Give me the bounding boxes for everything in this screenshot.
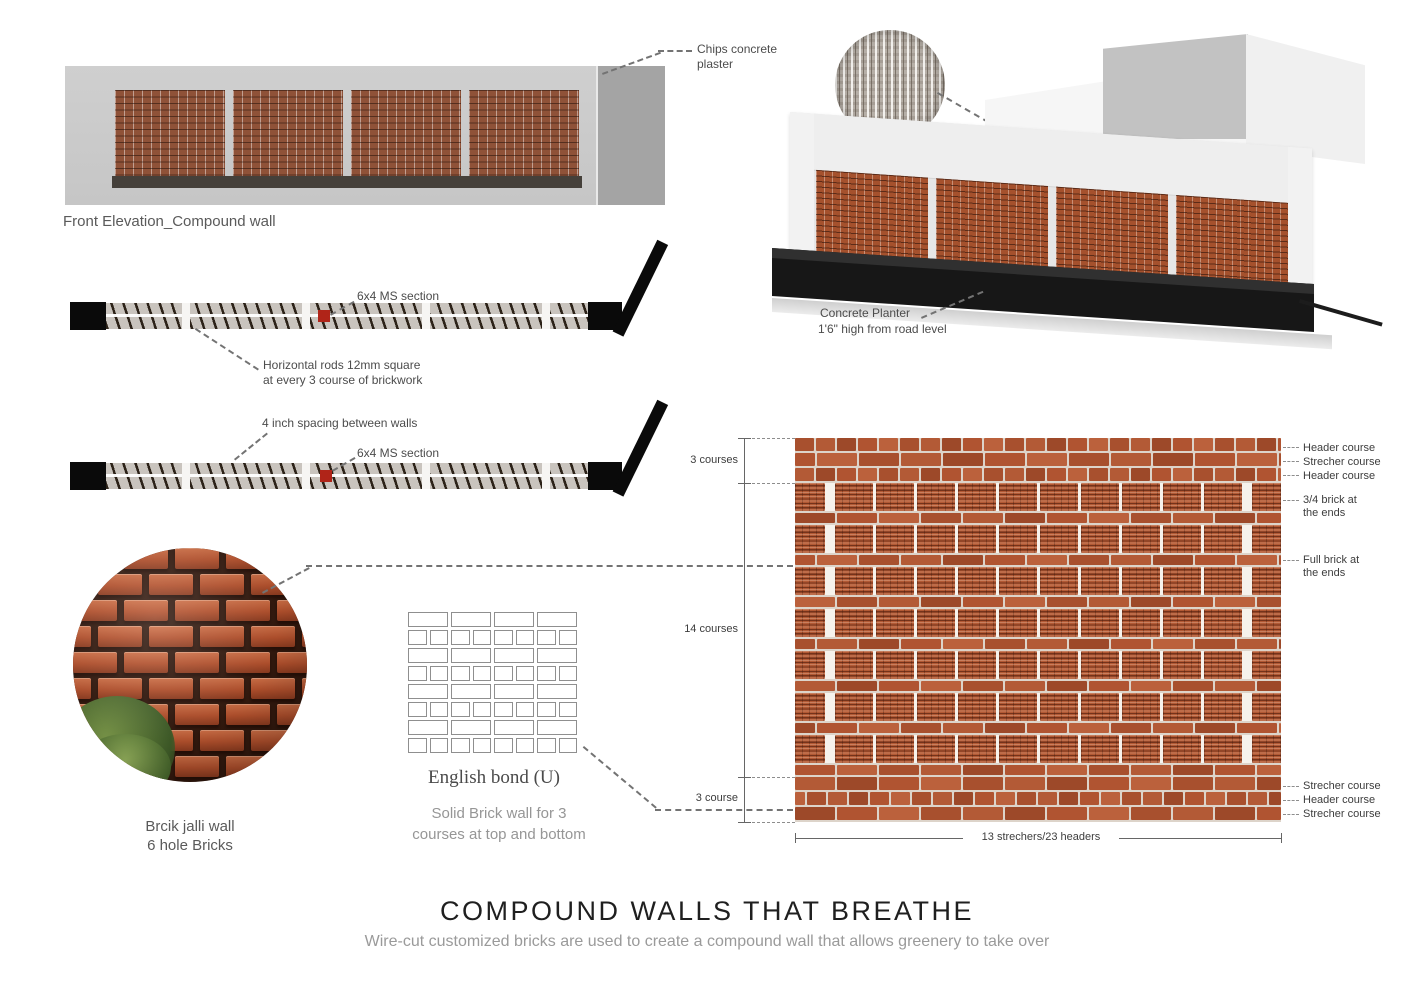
leader-line	[1283, 447, 1299, 448]
dimension-tick	[738, 777, 751, 778]
three-quarter-brick-label: 3/4 brick at	[1303, 494, 1357, 506]
dim-width-label: 13 strechers/23 headers	[963, 831, 1119, 844]
dim-top-label: 3 courses	[690, 454, 738, 466]
dimension-tick	[738, 822, 751, 823]
building-mass-concrete	[1103, 34, 1248, 139]
leader-line	[582, 746, 657, 809]
ms-section-marker	[318, 310, 330, 322]
course-label: Header course	[1303, 794, 1376, 806]
planter-base-strip	[112, 176, 582, 188]
leader-line	[658, 50, 692, 52]
plan-end-block	[70, 462, 106, 490]
full-brick-label: Full brick at	[1303, 554, 1360, 566]
chips-plaster-note: Chips concrete plaster	[697, 42, 778, 71]
front-elevation-caption: Front Elevation_Compound wall	[63, 213, 276, 230]
leader-line	[1283, 560, 1299, 561]
dim-middle-label: 14 courses	[684, 623, 738, 635]
spacing-note: 4 inch spacing between walls	[262, 416, 418, 430]
extension-line	[752, 483, 795, 484]
rods-note-line2: at every 3 course of brickwork	[263, 373, 423, 387]
course-label: Strecher course	[1303, 456, 1381, 468]
ms-section-note-top: 6x4 MS section	[357, 289, 440, 303]
leader-line	[1283, 814, 1299, 815]
elevation-end-pillar	[596, 66, 665, 205]
plan-return-wall	[612, 399, 669, 497]
brick-wall-detail	[795, 438, 1281, 822]
board-subtitle: Wire-cut customized bricks are used to c…	[364, 933, 1050, 950]
leader-line	[1283, 500, 1299, 501]
jali-caption-line1: Brcik jalli wall	[145, 818, 235, 835]
dim-bottom-label: 3 course	[695, 792, 738, 804]
wall-plan-section-top	[70, 302, 622, 330]
course-label: Header course	[1303, 442, 1376, 454]
ms-section-marker	[320, 470, 332, 482]
dimension-tick	[738, 438, 751, 439]
dimension-line	[744, 438, 745, 822]
course-label: Strecher course	[1303, 808, 1381, 820]
course-label: Strecher course	[1303, 780, 1381, 792]
jali-panel	[351, 90, 461, 178]
three-quarter-brick-label: the ends	[1303, 507, 1346, 519]
planter-note-line1: Concrete Planter	[820, 306, 911, 320]
extension-line	[752, 438, 795, 439]
extension-line	[752, 822, 795, 823]
jali-panel	[469, 90, 579, 178]
leader-line	[194, 328, 259, 371]
leader-line	[1283, 461, 1299, 462]
leader-line	[234, 432, 268, 461]
leader-line	[1283, 800, 1299, 801]
dimension-tick	[795, 833, 796, 843]
jali-wall-photo	[73, 548, 307, 782]
plan-end-block	[70, 302, 106, 330]
leader-line	[1283, 786, 1299, 787]
leader-line	[655, 809, 793, 811]
ms-section-note-bottom: 6x4 MS section	[357, 446, 440, 460]
board-title: COMPOUND WALLS THAT BREATHE	[439, 896, 975, 926]
jali-panel	[233, 90, 343, 178]
plan-return-wall	[612, 239, 669, 337]
elevation-panels	[115, 90, 579, 178]
leader-line	[306, 565, 793, 567]
full-brick-label: the ends	[1303, 567, 1346, 579]
dimension-tick	[738, 483, 751, 484]
rods-note-line1: Horizontal rods 12mm square	[263, 358, 421, 372]
bond-note-line2: courses at top and bottom	[412, 826, 586, 843]
course-label: Header course	[1303, 470, 1376, 482]
jali-panel	[115, 90, 225, 178]
planter-note-line2: 1'6" high from road level	[818, 322, 947, 336]
english-bond-label: English bond (U)	[428, 767, 560, 788]
bond-note-line1: Solid Brick wall for 3	[431, 805, 567, 822]
extension-line	[752, 777, 795, 778]
wall-plan-section-bottom	[70, 462, 622, 490]
leader-line	[1283, 475, 1299, 476]
english-bond-diagram	[408, 612, 577, 756]
jali-caption-line2: 6 hole Bricks	[147, 837, 233, 854]
photo-vignette	[73, 548, 307, 782]
plant-foliage	[79, 734, 171, 782]
dimension-tick	[1281, 833, 1282, 843]
front-elevation-drawing	[65, 66, 665, 205]
